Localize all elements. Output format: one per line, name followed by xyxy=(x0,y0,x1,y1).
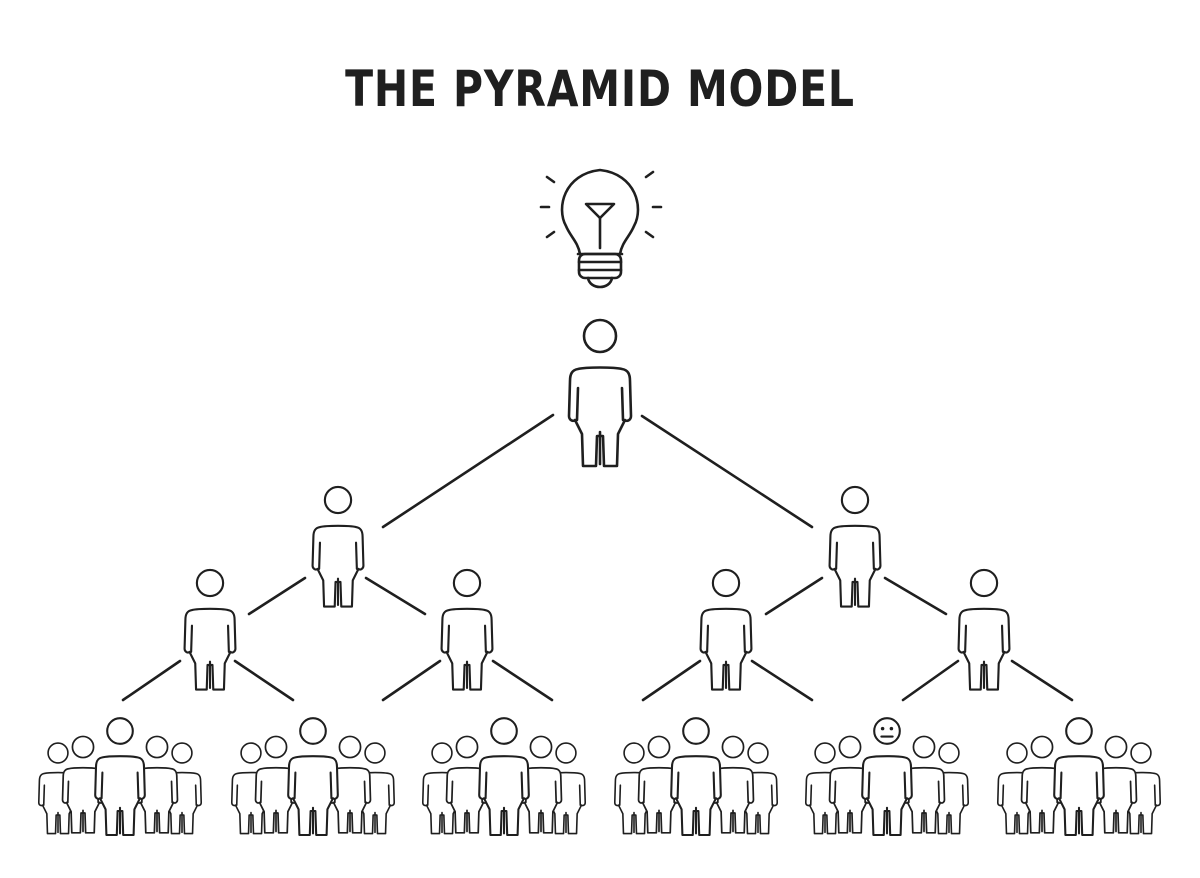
person-icon-level-2 xyxy=(311,485,365,608)
crowd-row xyxy=(37,717,1162,837)
connector-line xyxy=(641,659,702,702)
connector-line xyxy=(901,659,960,702)
person-icon-level-3 xyxy=(440,568,494,691)
diagram-title: THE PYRAMID MODEL xyxy=(345,59,855,118)
crowd-icon xyxy=(230,717,396,837)
person-icon xyxy=(670,717,722,837)
connector-line xyxy=(233,659,295,702)
crowd-icon xyxy=(613,717,779,837)
person-icon xyxy=(328,735,372,834)
connector-lines xyxy=(121,413,1074,702)
person-icon xyxy=(1020,735,1064,834)
crowd-icon xyxy=(421,717,587,837)
people-hierarchy xyxy=(183,318,1011,691)
person-icon xyxy=(861,717,913,837)
person-icon xyxy=(1053,717,1105,837)
person-icon-level-2 xyxy=(828,485,882,608)
person-icon xyxy=(287,717,339,837)
crowd-icon xyxy=(804,717,970,837)
person-icon xyxy=(637,735,681,834)
connector-line xyxy=(364,576,427,616)
connector-line xyxy=(1010,659,1074,702)
person-icon xyxy=(94,717,146,837)
connector-line xyxy=(381,413,555,529)
person-icon-level-1 xyxy=(567,318,633,468)
connector-line xyxy=(764,576,824,616)
person-icon-level-3 xyxy=(699,568,753,691)
connector-line xyxy=(121,659,182,702)
person-icon xyxy=(254,735,298,834)
person-icon-level-3 xyxy=(957,568,1011,691)
person-icon xyxy=(519,735,563,834)
crowd-icon xyxy=(996,717,1162,837)
connector-line xyxy=(640,414,814,529)
connector-line xyxy=(750,659,814,702)
crowd-icon xyxy=(37,717,203,837)
lightbulb-icon xyxy=(539,168,663,289)
connector-line xyxy=(247,576,307,616)
connector-line xyxy=(491,659,554,702)
connector-line xyxy=(381,659,442,702)
person-icon xyxy=(478,717,530,837)
person-icon-level-3 xyxy=(183,568,237,691)
connector-line xyxy=(883,576,948,616)
unhappy-face-icon xyxy=(880,726,894,738)
